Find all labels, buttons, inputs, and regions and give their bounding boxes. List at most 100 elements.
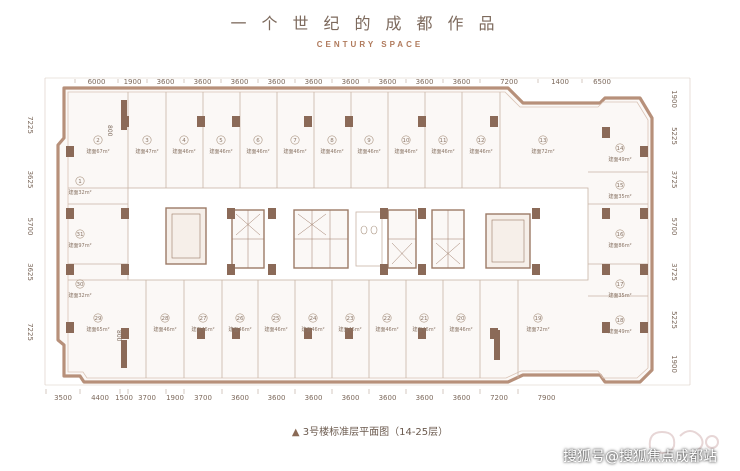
unit-area: 建面46m² [431, 148, 454, 155]
dim-bottom-label: 3600 [453, 394, 471, 402]
page-subtitle: CENTURY SPACE [316, 40, 424, 49]
unit-number: 5 [219, 138, 223, 144]
stair-right [485, 213, 531, 269]
triangle-icon: ▲ [291, 427, 300, 438]
plan-caption-text: 3号楼标准层平面图（14-25层） [302, 427, 449, 438]
dim-left-label: 3625 [26, 263, 34, 281]
unit-area: 建面46m² [375, 326, 398, 333]
dim-bottom-label: 3600 [342, 394, 360, 402]
structural-column [380, 208, 388, 219]
dim-top-label: 3600 [379, 78, 397, 86]
unit-area: 建面46m² [172, 148, 195, 155]
unit-area: 建面46m² [394, 148, 417, 155]
unit-area: 建面47m² [135, 148, 158, 155]
wall-segment [121, 100, 127, 130]
unit-area: 建面46m² [191, 326, 214, 333]
unit-number: 4 [182, 138, 186, 144]
unit-label-top: 11 建面46m² [431, 135, 455, 155]
unit-area: 建面72m² [531, 148, 554, 155]
dim-top-label: 6500 [593, 78, 611, 86]
unit-label-bottom: 27 建面46m² [191, 313, 215, 333]
unit-number: 31 [77, 232, 84, 238]
unit-area: 建面35m² [608, 193, 631, 200]
plan-caption: ▲ 3号楼标准层平面图（14-25层） [0, 423, 740, 438]
structural-column [345, 328, 353, 339]
dim-left-label: 7225 [26, 116, 34, 134]
structural-column [602, 208, 610, 219]
dim-top-label: 3600 [342, 78, 360, 86]
structural-column [418, 116, 426, 127]
structural-column [640, 146, 648, 157]
dim-top-label: 6000 [88, 78, 106, 86]
unit-area: 建面86m² [608, 242, 631, 249]
dim-right-label: 3725 [670, 171, 678, 189]
unit-label-top: 4 建面46m² [172, 135, 196, 155]
unit-number: 22 [384, 316, 391, 322]
page-title: 一个世纪的成都作品 [230, 14, 510, 33]
dim-bottom-label: 3600 [416, 394, 434, 402]
dim-bottom-label: 3500 [54, 394, 72, 402]
structural-column [232, 328, 240, 339]
dim-bottom-label: 3700 [138, 394, 156, 402]
structural-column [121, 328, 129, 339]
stair-left [165, 207, 207, 265]
unit-area: 建面46m² [338, 326, 361, 333]
unit-area: 建面46m² [469, 148, 492, 155]
dim-top-label: 3600 [231, 78, 249, 86]
structural-column [380, 264, 388, 275]
structural-column [268, 264, 276, 275]
unit-label-right: 16 建面86m² [608, 229, 632, 249]
structural-column [227, 264, 235, 275]
dim-right-label: 5225 [670, 127, 678, 145]
structural-column [418, 208, 426, 219]
unit-area: 建面72m² [526, 326, 549, 333]
unit-area: 建面67m² [86, 148, 109, 155]
dim-top-label: 3600 [194, 78, 212, 86]
unit-label-bottom: 22 建面46m² [375, 313, 399, 333]
unit-area: 建面32m² [68, 292, 91, 299]
structural-column [640, 322, 648, 333]
dim-bottom-label: 3600 [268, 394, 286, 402]
structural-column [304, 116, 312, 127]
dim-bottom-label: 3700 [194, 394, 212, 402]
structural-column [66, 208, 74, 219]
structural-column [121, 264, 129, 275]
structural-column [640, 264, 648, 275]
dim-top-label: 1400 [551, 78, 569, 86]
unit-area: 建面46m² [246, 148, 269, 155]
unit-area: 建面46m² [301, 326, 324, 333]
building-core [165, 207, 531, 269]
unit-number: 12 [478, 138, 485, 144]
dim-left-label: 3625 [26, 171, 34, 189]
unit-number: 10 [403, 138, 410, 144]
dim-left-label: 7225 [26, 323, 34, 341]
structural-column [197, 116, 205, 127]
structural-column [345, 116, 353, 127]
dim-note-bottom: 800 [115, 330, 122, 342]
dim-bottom-label: 3600 [231, 394, 249, 402]
structural-column [197, 328, 205, 339]
watermark-text: 搜狐号@搜狐焦点成都站 [563, 449, 717, 465]
unit-number: 16 [617, 232, 624, 238]
structural-column [532, 264, 540, 275]
unit-area: 建面46m² [264, 326, 287, 333]
dim-right-label: 5225 [670, 311, 678, 329]
dim-top-label: 3600 [305, 78, 323, 86]
dim-top-label: 3600 [416, 78, 434, 86]
unit-number: 11 [440, 138, 447, 144]
unit-number: 27 [200, 316, 207, 322]
structural-column [602, 264, 610, 275]
structural-column [66, 264, 74, 275]
unit-number: 14 [617, 146, 624, 152]
unit-number: 24 [310, 316, 317, 322]
unit-area: 建面46m² [449, 326, 472, 333]
